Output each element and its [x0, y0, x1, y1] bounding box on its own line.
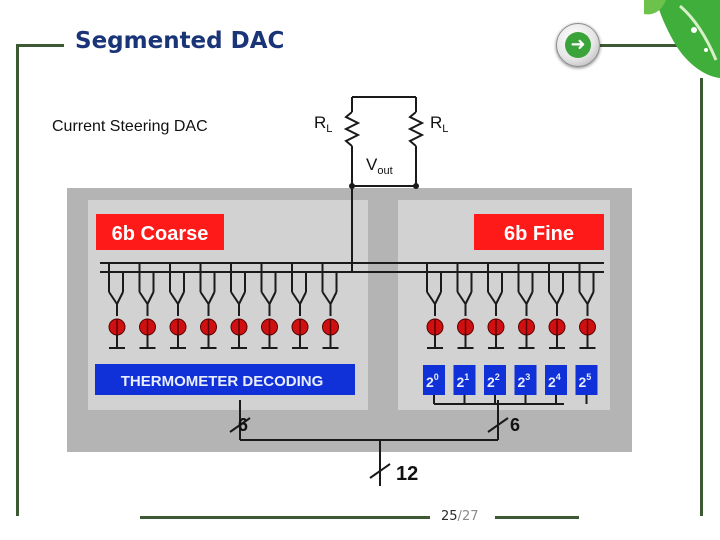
coarse-label-box — [96, 214, 224, 250]
fine-current-cell-3 — [517, 263, 535, 349]
binary-weight-box-5 — [575, 365, 598, 395]
coarse-current-cell-2 — [169, 263, 187, 349]
coarse-current-cell-6 — [291, 263, 309, 349]
green-leaf-icon — [644, 0, 720, 78]
fine-label: 6b Fine — [504, 223, 574, 245]
arrow-right-icon: ➜ — [565, 32, 591, 58]
binary-weight-label-5: 25 — [579, 372, 592, 390]
binary-weight-box-2 — [484, 365, 506, 395]
binary-weight-box-4 — [545, 365, 567, 395]
binary-weight-box-1 — [453, 365, 476, 395]
rl-right-label: RL — [430, 113, 448, 135]
frame-bottom-left-line — [140, 516, 430, 519]
fine-current-cell-5 — [578, 263, 596, 349]
frame-bottom-right-line — [495, 516, 579, 519]
binary-weight-label-2: 22 — [487, 372, 500, 390]
slide-title: Segmented DAC — [75, 28, 285, 54]
page-number: 25/27 — [441, 509, 478, 524]
frame-left-line — [16, 44, 19, 516]
coarse-current-cell-0 — [108, 263, 126, 349]
fine-bus-width-label: 6 — [510, 415, 520, 435]
page-current: 25 — [441, 509, 458, 524]
frame-top-right-line — [600, 44, 700, 47]
frame-right-line — [700, 78, 703, 516]
rl-left-label: RL — [314, 113, 332, 135]
next-slide-button[interactable]: ➜ — [556, 23, 600, 67]
binary-weight-label-1: 21 — [457, 372, 470, 390]
page-total: 27 — [461, 509, 479, 524]
frame-top-left-line — [18, 44, 64, 47]
binary-weight-box-0 — [423, 365, 445, 395]
coarse-bus-width-label: 6 — [238, 415, 248, 435]
binary-weight-label-4: 24 — [548, 372, 561, 390]
fine-current-cell-2 — [487, 263, 505, 349]
binary-weight-box-3 — [514, 365, 537, 395]
binary-weight-label-3: 23 — [518, 372, 531, 390]
fine-label-box — [474, 214, 604, 250]
thermometer-decoder-box — [95, 364, 355, 395]
thermometer-decoder-label: THERMOMETER DECODING — [121, 373, 324, 390]
coarse-current-cell-7 — [321, 263, 339, 349]
fine-current-cell-1 — [456, 263, 474, 349]
coarse-current-cell-3 — [199, 263, 217, 349]
coarse-label: 6b Coarse — [112, 223, 209, 245]
coarse-current-cell-4 — [230, 263, 248, 349]
fine-current-cell-0 — [426, 263, 444, 349]
coarse-current-cell-5 — [260, 263, 278, 349]
vout-label: Vout — [366, 155, 393, 177]
slide-subtitle: Current Steering DAC — [52, 118, 208, 135]
page-separator: / — [457, 509, 462, 524]
input-bus-width-label: 12 — [396, 463, 418, 485]
binary-weight-label-0: 20 — [426, 372, 439, 390]
fine-current-cell-4 — [548, 263, 566, 349]
coarse-current-cell-1 — [138, 263, 156, 349]
